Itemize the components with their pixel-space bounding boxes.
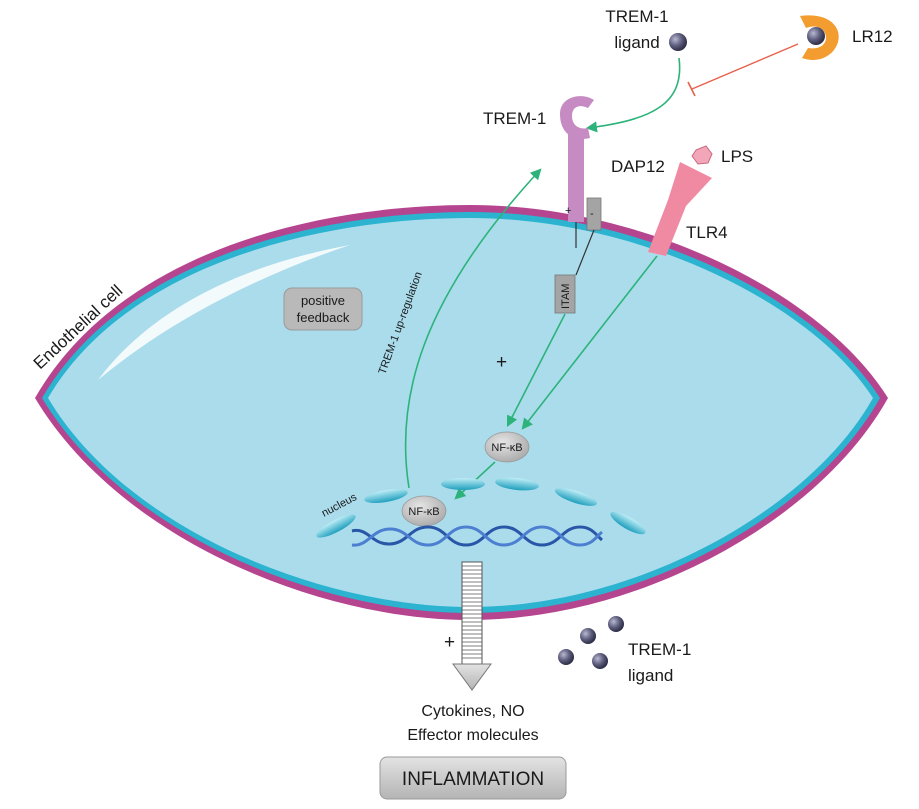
tlr4-to-nfkb-arrow [521, 255, 658, 430]
inflammation-label: INFLAMMATION [402, 769, 544, 790]
transcript-ladder [452, 561, 492, 691]
tlr4-label: TLR4 [686, 223, 728, 242]
lr12-inhibition-line [687, 43, 799, 97]
dap12-adaptor [575, 197, 602, 276]
lps-molecule [691, 145, 713, 165]
nfkb-cytoplasm: NF-κB [484, 431, 530, 463]
itam-motif: ITAM [554, 274, 576, 314]
dna-helix [351, 525, 603, 547]
trem1-receptor-label: TREM-1 [483, 109, 546, 128]
lps-label: LPS [721, 147, 753, 166]
tlr4-receptor [648, 162, 712, 256]
itam-label: ITAM [560, 284, 572, 309]
itam-to-nfkb-arrow [506, 313, 566, 427]
cytokines-label: Cytokines, NO [421, 703, 524, 720]
lr12-label: LR12 [852, 27, 893, 46]
ligand-binding-arrow [585, 57, 681, 133]
nfkb-cytoplasm-label: NF-κB [491, 442, 522, 454]
trem1-plus-charge: + [565, 205, 571, 217]
trem1-ligand-bottom-label-line1: TREM-1 [628, 640, 691, 659]
trem1-ligand-top-label-line1: TREM-1 [605, 7, 668, 26]
cytoplasm-plus-sign: + [496, 352, 507, 373]
trem1-ligand-top-label-line2: ligand [614, 33, 659, 52]
nfkb-nucleus: NF-κB [401, 495, 447, 527]
positive-feedback-line2: feedback [297, 310, 350, 325]
inflammation-box: INFLAMMATION [379, 756, 567, 800]
cell-cytoplasm [48, 218, 873, 607]
dap12-minus-charge: - [590, 208, 594, 220]
trem1-receptor [560, 96, 594, 248]
trem1-upregulation-arrow [404, 168, 542, 489]
nfkb-nucleus-label: NF-κB [408, 506, 439, 518]
nuclear-envelope [316, 477, 646, 538]
effector-molecules-label: Effector molecules [407, 727, 538, 744]
endothelial-cell [35, 205, 888, 620]
positive-feedback-box: positive feedback [283, 287, 363, 331]
trem1-ligand-bottom-label-line2: ligand [628, 666, 673, 685]
output-plus-sign: + [444, 632, 455, 653]
trem1-ligand-top-sphere [669, 33, 687, 51]
lr12-inhibitor [800, 15, 839, 61]
positive-feedback-line1: positive [301, 293, 345, 308]
dap12-label: DAP12 [611, 157, 665, 176]
trem1-ligand-cluster [558, 616, 624, 669]
